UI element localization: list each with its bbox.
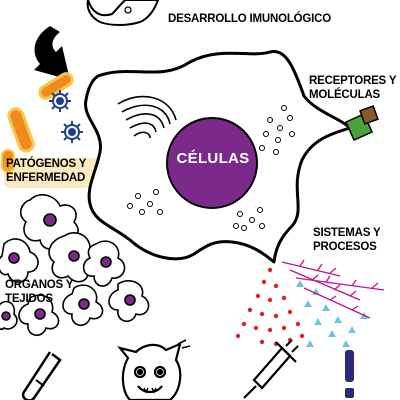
syringe-icon	[243, 339, 299, 399]
vial-icon	[345, 350, 354, 398]
label-line: MOLÉCULAS	[309, 89, 381, 101]
receptor-icon	[345, 105, 379, 141]
tissue-cells-icon	[0, 194, 150, 336]
label-line: SISTEMAS Y	[313, 227, 381, 239]
label-receptores-moleculas: RECEPTORES Y MOLÉCULAS	[309, 74, 396, 102]
bacteria-icon	[1, 72, 112, 188]
label-line: RECEPTORES Y	[309, 75, 397, 87]
label-organos-tejidos: ÓRGANOS Y TEJIDOS	[5, 278, 73, 306]
monster-icon	[117, 339, 191, 400]
cell-icon	[84, 50, 352, 264]
top-cell-icon	[86, 0, 160, 26]
label-line: ÓRGANOS Y	[5, 279, 74, 291]
label-line: PATÓGENOS Y	[6, 158, 87, 170]
label-desarrollo-inmunologico: DESARROLLO IMUNOLÓGICO	[168, 12, 331, 26]
label-line: ENFERMEDAD	[6, 172, 86, 184]
label-line: DESARROLLO IMUNOLÓGICO	[168, 13, 331, 25]
label-line: PROCESOS	[313, 241, 377, 253]
label-line: TEJIDOS	[5, 293, 53, 305]
signal-particles-icon	[235, 259, 385, 347]
label-sistemas-procesos: SISTEMAS Y PROCESOS	[313, 226, 381, 254]
arrow-icon	[34, 26, 70, 80]
center-label: CÉLULAS	[176, 150, 250, 167]
test-tube-icon	[21, 351, 62, 400]
label-patogenos-enfermedad: PATÓGENOS Y ENFERMEDAD	[6, 157, 86, 185]
